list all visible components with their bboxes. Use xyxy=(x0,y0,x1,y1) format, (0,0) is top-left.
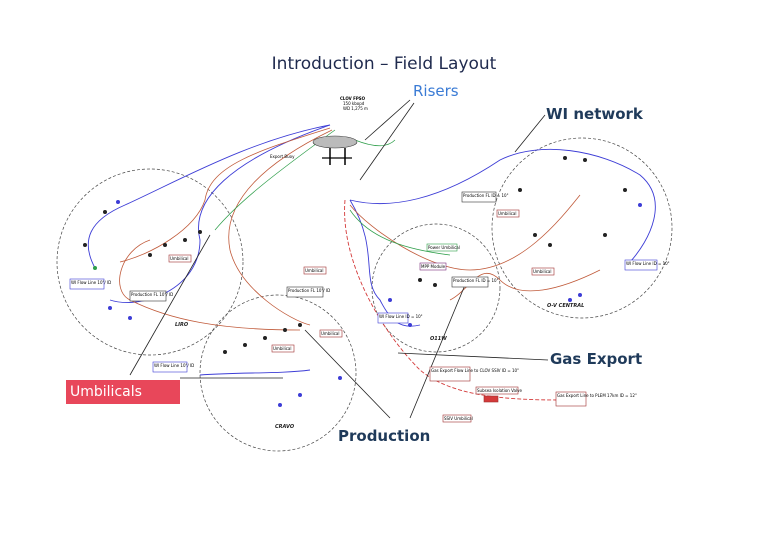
slide-title: Introduction – Field Layout xyxy=(271,54,497,74)
cravo-zone xyxy=(199,294,357,452)
wi-flowline-label-4: WI Flow Line ID = 10" xyxy=(626,261,670,266)
subsea-isolation-label: Subsea Isolation Valve xyxy=(477,388,522,393)
ssiv-umbilical-label: SSIV Umbilical xyxy=(444,416,473,421)
umbilical-label-2: Umbilical xyxy=(305,268,323,273)
umbilical-label-4: Umbilical xyxy=(321,331,339,336)
production-flowlines xyxy=(119,127,601,331)
umbilical-label-3: Umbilical xyxy=(273,346,291,351)
wi-network-callout: WI network xyxy=(546,105,643,123)
gas-export-line xyxy=(344,199,561,401)
export-buoy-label: Export Buoy xyxy=(270,154,295,159)
wi-flowline-label-3: WI Flow Line ID = 10" xyxy=(379,314,423,319)
production-fl-label-1: Production FL 10"/ ID xyxy=(131,292,173,297)
ov-central-zone xyxy=(491,137,673,319)
wi-flowline-label-2: WI Flow Line 10"/ ID xyxy=(154,363,194,368)
fpso-depth-label: WD 1,275 m xyxy=(343,106,368,111)
liro-zone xyxy=(56,168,244,356)
power-umbilical-label: Power Umbilical xyxy=(428,245,460,250)
production-fl-label-3: Production FL ID = 10" xyxy=(463,193,509,198)
umbilicals-callout: Umbilicals xyxy=(66,380,180,404)
o11w-label: O11W xyxy=(430,336,447,342)
gas-export-callout: Gas Export xyxy=(550,350,643,368)
fpso-sub-label: 150 kbopd xyxy=(343,101,365,106)
production-fl-label-4: Production FL ID = 10" xyxy=(453,278,499,283)
production-fl-label-2: Production FL 10"/ ID xyxy=(288,288,330,293)
fpso-label: CLOV FPSO xyxy=(340,96,366,101)
ov-central-label: O-V CENTRAL xyxy=(547,303,584,309)
risers-callout: Risers xyxy=(413,82,459,100)
umbilical-label-6: Umbilical xyxy=(533,269,551,274)
o11w-zone xyxy=(371,223,501,353)
label-boxes xyxy=(69,191,658,423)
production-callout: Production xyxy=(338,427,431,445)
umbilical-label-5: Umbilical xyxy=(498,211,516,216)
gas-export-line-label: Gas Export Flow Line to CLOV SSIV ID = 1… xyxy=(431,368,519,373)
wi-flowline-label-1: WI Flow Line 10"/ ID xyxy=(71,280,111,285)
gas-export-plem-label: Gas Export Line to PLEM 17km ID = 12" xyxy=(557,393,637,398)
fpso-icon xyxy=(312,135,358,165)
well-markers xyxy=(83,156,642,407)
umbilical-lines xyxy=(214,129,451,256)
callout-arrows xyxy=(129,99,549,419)
mpp-module-label: MPP Module xyxy=(421,264,446,269)
liro-label: LIRO xyxy=(175,322,189,328)
umbilical-label-1: Umbilical xyxy=(170,256,188,261)
wi-flowlines xyxy=(87,124,656,376)
cravo-label: CRAVO xyxy=(275,424,295,430)
